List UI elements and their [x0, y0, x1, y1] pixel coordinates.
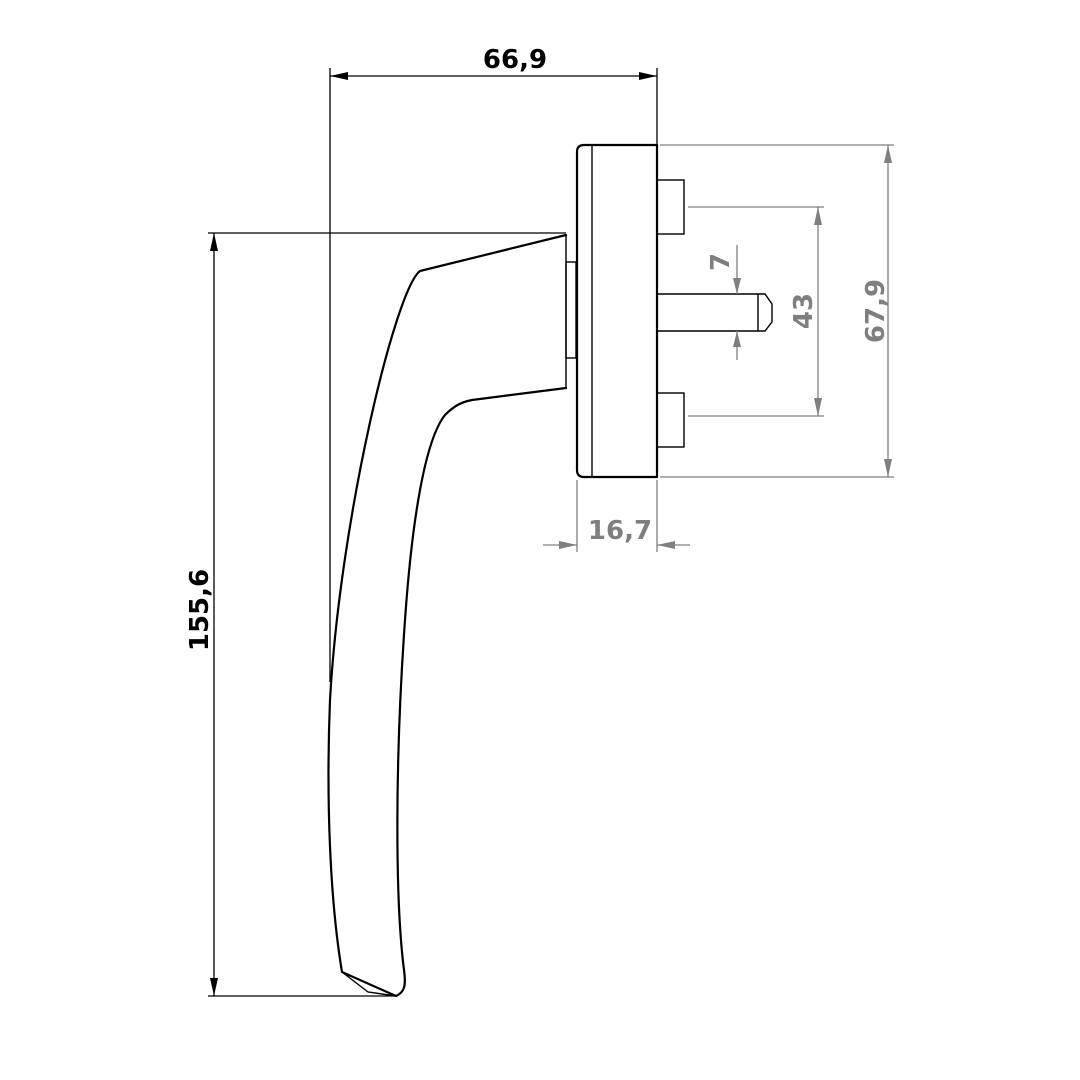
lower-screw-pin	[656, 392, 685, 448]
overall-height-label: 155,6	[185, 569, 215, 651]
screw-spacing-label: 43	[789, 293, 819, 329]
dimension-overall-depth: 66,9	[329, 45, 658, 682]
dimension-spindle: 7	[706, 245, 741, 360]
lever-outline	[327, 233, 568, 998]
rosette	[575, 143, 659, 479]
spindle-square	[656, 293, 773, 332]
upper-screw-pin	[656, 179, 685, 235]
lever-tip-edge	[341, 971, 397, 997]
dimension-overall-height: 155,6	[185, 232, 566, 997]
rosette-depth-label: 16,7	[588, 516, 652, 546]
handle-lever	[327, 233, 577, 998]
rosette-height-label: 67,9	[861, 279, 891, 343]
rosette-plate	[575, 143, 659, 479]
spindle-size-label: 7	[706, 253, 736, 271]
dimension-rosette-height: 67,9	[660, 144, 894, 478]
overall-depth-label: 66,9	[483, 45, 547, 75]
lever-neck	[565, 261, 577, 359]
dimension-screw-spacing: 43	[688, 206, 824, 417]
spindle	[656, 293, 773, 332]
dimension-rosette-depth: 16,7	[543, 480, 690, 552]
screw-pins	[656, 179, 685, 448]
